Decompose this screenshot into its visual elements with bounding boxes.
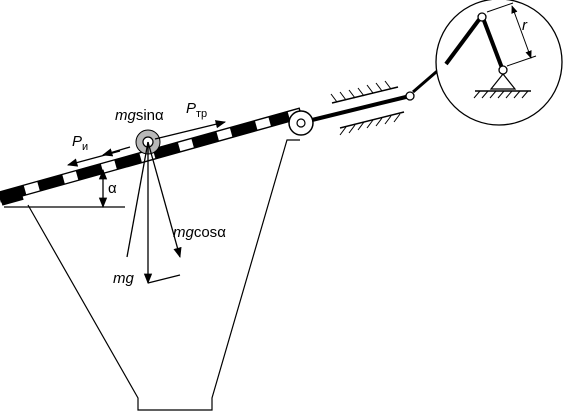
guide-hatching [330,80,401,136]
p-tr-vector [154,120,227,140]
trough-pivot [288,110,314,136]
inclined-trough [0,107,303,206]
label-p-i: Pи [72,133,88,153]
push-rod [311,58,451,136]
p-i-vector [66,150,121,167]
label-mg-cos-alpha: mgcosα [173,224,226,241]
label-mg-sin-alpha: mgsinα [115,107,164,124]
crank-mechanism [435,0,563,126]
reaction-line [126,141,149,258]
mg-cos-vector [147,141,182,259]
label-alpha: α [108,180,117,197]
label-r: r [522,17,528,34]
force-vectors [66,120,227,285]
label-p-tr: Pтр [186,100,207,120]
label-mg: mg [113,270,134,287]
mg-sin-vector [102,146,131,157]
projection-line [147,274,181,284]
